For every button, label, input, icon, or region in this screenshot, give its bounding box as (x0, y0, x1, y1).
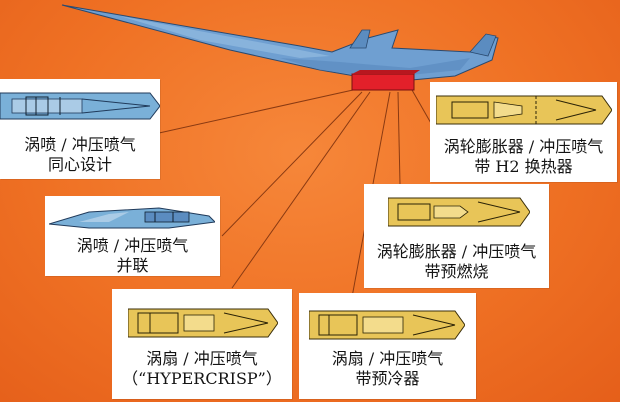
connector-line-1 (149, 87, 363, 136)
engine-cutaway-blue-concentric (0, 92, 160, 120)
engine-cutaway-blue-parallel (49, 207, 215, 229)
connector-line-5 (231, 91, 371, 289)
concept-subtitle: 带 H2 换热器 (474, 157, 573, 176)
concept-title: 涡扇 / 冲压喷气 (146, 349, 258, 368)
connector-line-2 (411, 89, 433, 126)
connector-line-4 (397, 91, 401, 185)
connector-line-3 (221, 91, 363, 237)
concept-title: 涡喷 / 冲压喷气 (24, 135, 136, 154)
concept-card-turbofan-ramjet-hypercrisp: 涡扇 / 冲压喷气 （“HYPERCRISP”） (112, 289, 292, 399)
concept-subtitle: 带预冷器 (355, 369, 420, 388)
concept-card-turbojet-ramjet-parallel: 涡喷 / 冲压喷气 并联 (45, 196, 220, 276)
concept-card-turbojet-ramjet-concentric: 涡喷 / 冲压喷气 同心设计 (0, 79, 160, 179)
engine-cutaway-yellow-preburn (388, 197, 530, 227)
engine-cutaway-yellow-h2 (436, 95, 612, 125)
engine-cutaway-yellow-hypercrisp (128, 308, 278, 338)
concept-subtitle: （“HYPERCRISP”） (122, 369, 282, 388)
concept-title: 涡轮膨胀器 / 冲压喷气 (376, 242, 537, 261)
concept-card-turboexpander-ramjet-preburn: 涡轮膨胀器 / 冲压喷气 带预燃烧 (364, 184, 549, 288)
concept-card-turboexpander-ramjet-h2: 涡轮膨胀器 / 冲压喷气 带 H2 换热器 (430, 82, 617, 182)
concept-title: 涡轮膨胀器 / 冲压喷气 (443, 137, 604, 156)
concept-title: 涡扇 / 冲压喷气 (331, 349, 444, 368)
engine-cutaway-yellow-precool (309, 310, 465, 340)
concept-subtitle: 并联 (116, 256, 149, 275)
concept-subtitle: 带预燃烧 (424, 262, 489, 281)
engine-bay-box (351, 73, 415, 91)
concept-card-turbofan-ramjet-precool: 涡扇 / 冲压喷气 带预冷器 (299, 293, 476, 399)
concept-title: 涡喷 / 冲压喷气 (76, 236, 189, 255)
concept-subtitle: 同心设计 (47, 155, 112, 174)
hypersonic-aircraft (61, 4, 499, 91)
